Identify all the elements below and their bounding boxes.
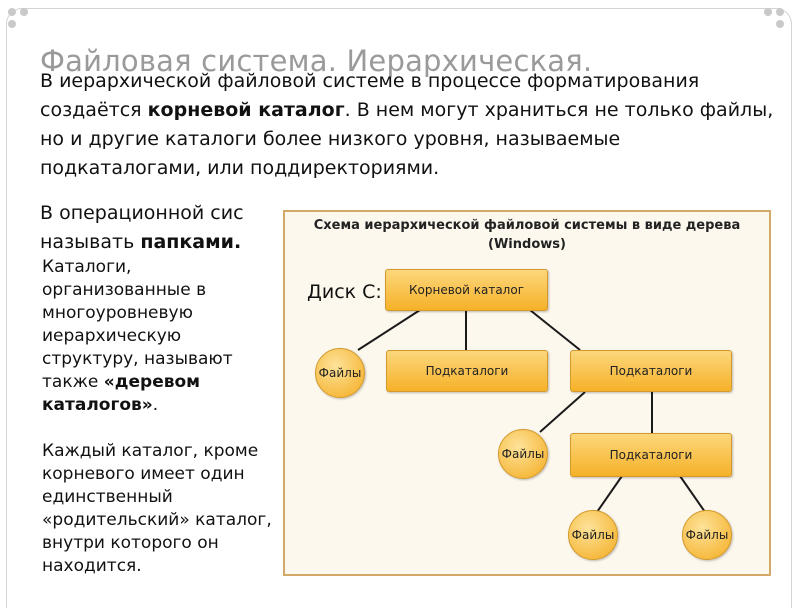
corner-decoration-top-right	[764, 8, 786, 30]
paragraph-windows-folders: называть папками.	[40, 231, 242, 253]
subdirectory-node-3: Подкаталоги	[570, 433, 732, 477]
subdirectory-node-2: Подкаталоги	[570, 350, 732, 392]
side-text-intro: Каталоги, организованные в многоуровневу…	[42, 257, 233, 415]
files-node-4: Файлы	[682, 510, 732, 560]
subdirectory-node-1: Подкаталоги	[386, 350, 548, 392]
files-node-1: Файлы	[315, 348, 365, 398]
slide-title: Файловая система. Иерархическая.	[40, 44, 593, 78]
diagram-title: Схема иерархической файловой системы в в…	[313, 218, 741, 252]
corner-decoration-top-left	[8, 8, 30, 30]
paragraph-windows-line: В операционной сис	[40, 202, 244, 224]
files-node-3: Файлы	[568, 510, 618, 560]
files-node-2: Файлы	[498, 429, 548, 479]
side-text-block: Каталоги, организованные в многоуровневу…	[42, 256, 282, 578]
tree-diagram: Схема иерархической файловой системы в в…	[283, 210, 771, 576]
paragraph-root-directory: В иерархической файловой системе в проце…	[40, 70, 774, 179]
disk-label: Диск С:	[307, 281, 382, 303]
side-text-parent: Каждый каталог, кроме корневого имеет од…	[42, 441, 272, 576]
root-directory-node: Корневой каталог	[385, 269, 548, 311]
